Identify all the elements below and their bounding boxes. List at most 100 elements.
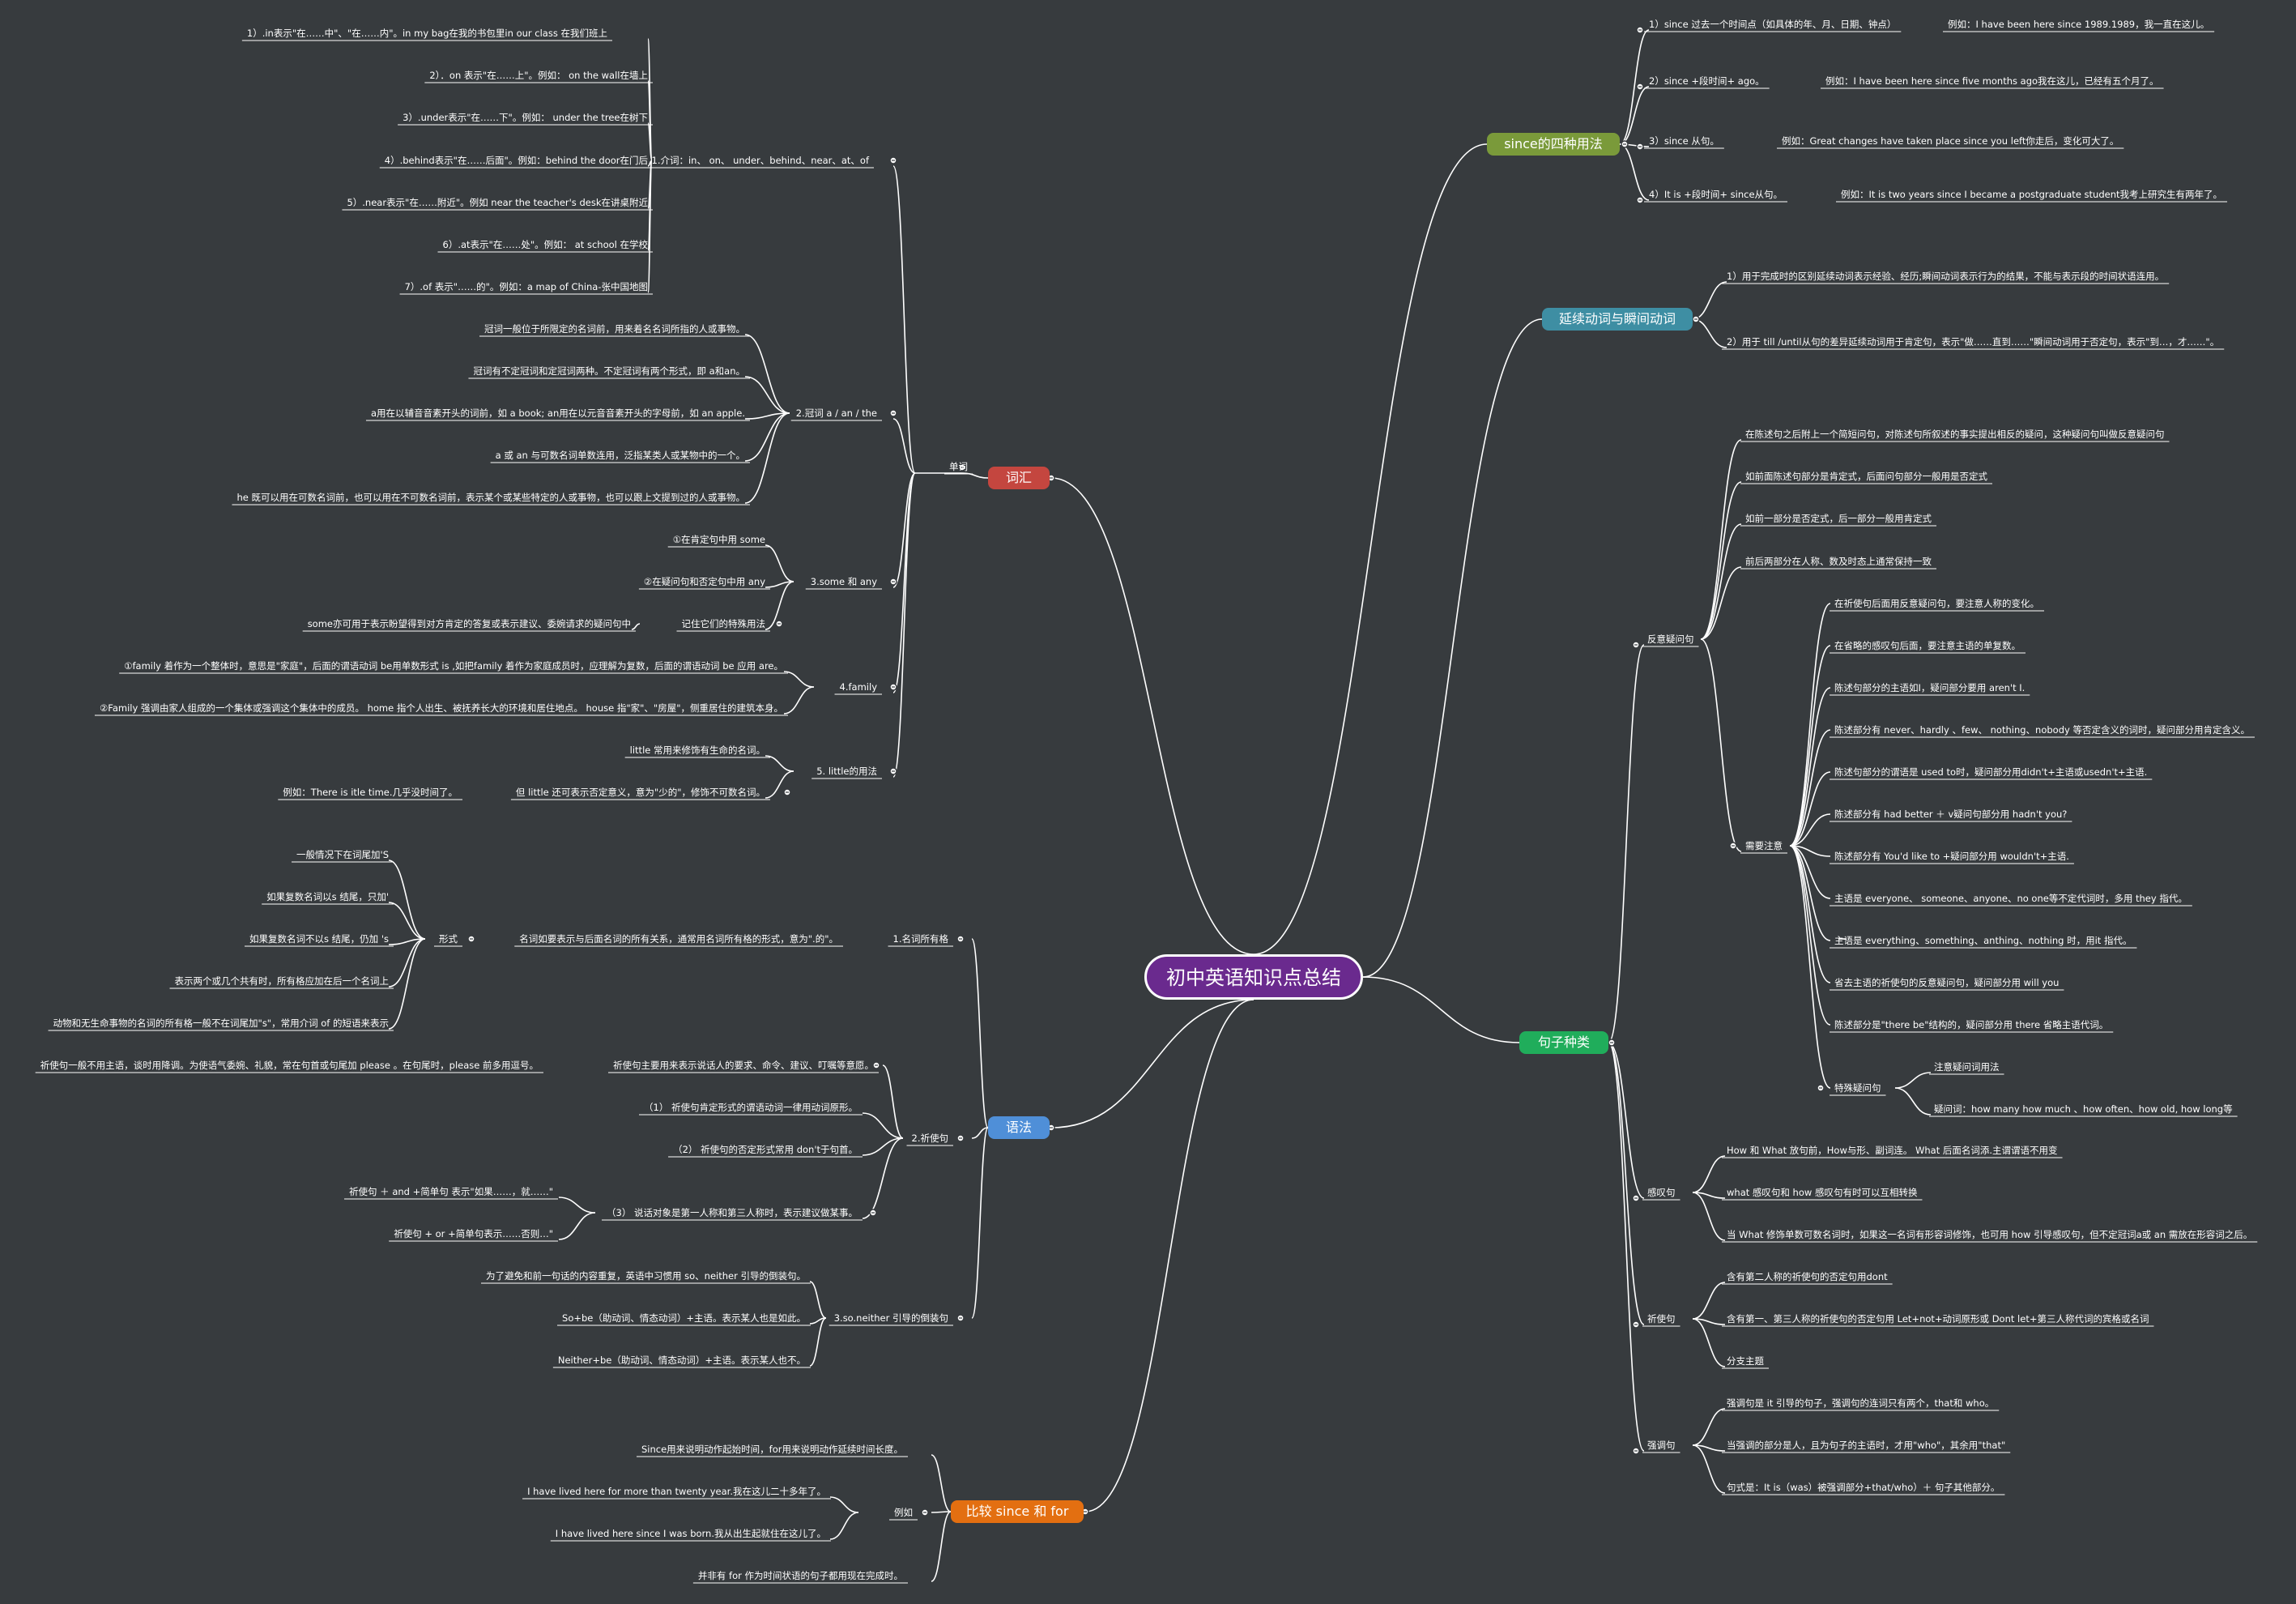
some-any-title[interactable]: 3.some 和 any	[810, 576, 877, 587]
connector	[1692, 1408, 1726, 1446]
tag-question[interactable]: 反意疑问句	[1647, 633, 1694, 645]
branch-vocab[interactable]: 词汇	[988, 467, 1050, 489]
since-usage-item[interactable]: 3）since 从句。	[1649, 135, 1719, 147]
connector	[1700, 523, 1742, 640]
compare-example[interactable]: 例如	[894, 1507, 913, 1518]
connector	[1608, 1042, 1645, 1325]
connector	[862, 1112, 904, 1139]
connector	[1894, 1087, 1932, 1116]
connector	[647, 122, 653, 161]
root-connector	[1084, 999, 1254, 1512]
connector	[1692, 318, 1727, 348]
connector	[1692, 1318, 1726, 1325]
connector	[388, 902, 426, 940]
exclamation-item: what 感叹句和 how 感叹句有时可以互相转换	[1727, 1187, 1918, 1198]
connector	[1700, 566, 1742, 640]
possessive-form-item: 一般情况下在词尾加'S	[296, 849, 389, 860]
connector	[744, 334, 790, 414]
connector	[1608, 1042, 1645, 1452]
exclamation[interactable]: 感叹句	[1647, 1187, 1676, 1198]
connector	[1789, 845, 1831, 1089]
tag-note: 陈述句部分的主语如I，疑问部分要用 aren't I.	[1834, 682, 2026, 693]
branch-compare[interactable]: 比较 since 和 for	[951, 1500, 1084, 1523]
imperative-sentence-item: 含有第二人称的祈使句的否定句用dont	[1727, 1271, 1888, 1282]
root-topic[interactable]: 初中英语知识点总结	[1144, 954, 1363, 1000]
connector	[1789, 687, 1831, 847]
connector	[1789, 729, 1831, 847]
tag-question-notes[interactable]: 需要注意	[1745, 840, 1783, 851]
connector	[829, 1512, 859, 1540]
article-item: 冠词有不定冠词和定冠词两种。不定冠词有两个形式，即 a和an。	[473, 365, 745, 377]
branch-duration-verbs[interactable]: 延续动词与瞬间动词	[1542, 308, 1693, 331]
emphatic-sentence[interactable]: 强调句	[1647, 1440, 1676, 1451]
since-usage-example: 例如：I have been here since five months ag…	[1825, 75, 2159, 87]
possessive-form[interactable]: 形式	[439, 933, 458, 945]
connector	[862, 1137, 904, 1219]
tag-note: 陈述部分是"there be"结构的，疑问部分用 there 省略主语代词。	[1834, 1019, 2109, 1030]
tag-note: 陈述句部分的谓语是 used to时，疑问部分用didn't+主语或usedn'…	[1834, 766, 2148, 778]
compare-item: I have lived here since I was born.我从出生起…	[555, 1528, 826, 1539]
emphatic-sentence-item: 强调句是 it 引导的句子，强调句的连词只有两个，that和 who。	[1727, 1397, 1995, 1409]
since-usage-item[interactable]: 1）since 过去一个时间点（如具体的年、月、日期、钟点）	[1649, 19, 1897, 30]
root-connector	[1362, 976, 1520, 1043]
imperative-sentence[interactable]: 祈使句	[1647, 1313, 1676, 1325]
article-item: 冠词一般位于所限定的名词前，用来着名名词所指的人或事物。	[484, 323, 745, 335]
special-question-item: 疑问词：how many how much 、how often、how old…	[1934, 1103, 2233, 1115]
connector	[388, 860, 426, 940]
branch-since-usage[interactable]: since的四种用法	[1487, 133, 1620, 156]
special-question-item: 注意疑问词用法	[1934, 1061, 2000, 1073]
imperative-desc[interactable]: 祈使句主要用来表示说话人的要求、命令、建议、叮嘱等意愿。	[613, 1060, 874, 1071]
connector	[783, 671, 815, 688]
emphatic-sentence-item: 当强调的部分是人，且为句子的主语时，才用"who"，其余用"that"	[1727, 1440, 2006, 1451]
connector	[1789, 813, 1831, 847]
tag-note: 主语是 everyone、 someone、anyone、no one等不定代词…	[1834, 893, 2187, 904]
family-item: ①family 着作为一个整体时，意思是"家庭"，后面的谓语动词 be用单数形式…	[124, 660, 783, 672]
connector	[744, 412, 790, 420]
special-question[interactable]: 特殊疑问句	[1834, 1082, 1881, 1094]
connector	[744, 376, 790, 414]
article-title[interactable]: 2.冠词 a / an / the	[795, 407, 877, 419]
prep-title[interactable]: 1.介词：in、 on、 under、behind、near、at、of	[651, 155, 870, 166]
connector	[931, 1511, 952, 1582]
branch-grammar[interactable]: 语法	[988, 1116, 1050, 1139]
tag-note: 在祈使句后面用反意疑问句，要注意人称的变化。	[1834, 598, 2039, 609]
family-title[interactable]: 4.family	[839, 681, 877, 693]
tag-note: 省去主语的祈使句的反意疑问句，疑问部分用 will you	[1834, 977, 2060, 988]
so-neither-item: 为了避免和前一句话的内容重复，英语中习惯用 so、neither 引导的倒装句。	[486, 1270, 806, 1282]
so-neither-item: Neither+be（助动词、情态动词）+主语。表示某人也不。	[557, 1354, 806, 1366]
article-item: a 或 an 与可数名词单数连用，泛指某类人或某物中的一个。	[495, 450, 745, 461]
since-usage-example: 例如：It is two years since I became a post…	[1841, 189, 2223, 200]
imperative-rule: （2） 祈使句的否定形式常用 don't于句首。	[673, 1144, 858, 1155]
connector	[1608, 644, 1645, 1043]
connector	[1692, 1318, 1726, 1367]
possessive-title[interactable]: 1.名词所有格	[892, 933, 948, 945]
connector	[1789, 645, 1831, 847]
tag-question-item: 在陈述句之后附上一个简短问句，对陈述句所叙述的事实提出相反的疑问，这种疑问句叫做…	[1745, 429, 2165, 440]
so-neither-title[interactable]: 3.so.neither 引导的倒装句	[833, 1312, 948, 1324]
imperative-title[interactable]: 2.祈使句	[911, 1133, 948, 1144]
imperative-rule[interactable]: （3） 说话对象是第一人称和第三人称时，表示建议做某事。	[607, 1207, 858, 1218]
tag-question-item: 如前一部分是否定式，后一部分一般用肯定式	[1745, 513, 1932, 524]
some-any-special[interactable]: 记住它们的特殊用法	[681, 618, 766, 629]
connector	[829, 1496, 859, 1513]
since-usage-item[interactable]: 4）It is +段时间+ since从句。	[1649, 189, 1783, 200]
little-title[interactable]: 5. little的用法	[816, 766, 877, 777]
connector	[892, 472, 916, 778]
connector	[1692, 281, 1727, 320]
connector	[388, 938, 426, 988]
compare-item: Since用来说明动作起始时间，for用来说明动作延续时间长度。	[641, 1444, 903, 1455]
connector	[1692, 1444, 1726, 1494]
branch-sentence-types[interactable]: 句子种类	[1519, 1031, 1608, 1054]
connector	[1619, 29, 1650, 145]
connector	[931, 1454, 952, 1512]
vocab-word[interactable]: 单词	[949, 461, 968, 472]
since-usage-item[interactable]: 2）since +段时间+ ago。	[1649, 75, 1765, 87]
prep-item: 7）.of 表示"……的"。例如：a map of China-张中国地图	[404, 281, 648, 292]
possessive-form-item: 动物和无生命事物的名词的所有格一般不在词尾加"s"，常用介词 of 的短语来表示	[53, 1017, 389, 1029]
connector	[1608, 1042, 1645, 1199]
prep-item: 6）.at表示"在……处"。例如： at school 在学校	[442, 239, 649, 250]
connector	[971, 1127, 989, 1139]
imperative-sentence-item: 含有第一、第三人称的祈使句的否定句用 Let+not+动词原形或 Dont le…	[1727, 1313, 2149, 1325]
prep-item: 4）.behind表示"在……后面"。例如：behind the door在门后	[384, 155, 648, 166]
